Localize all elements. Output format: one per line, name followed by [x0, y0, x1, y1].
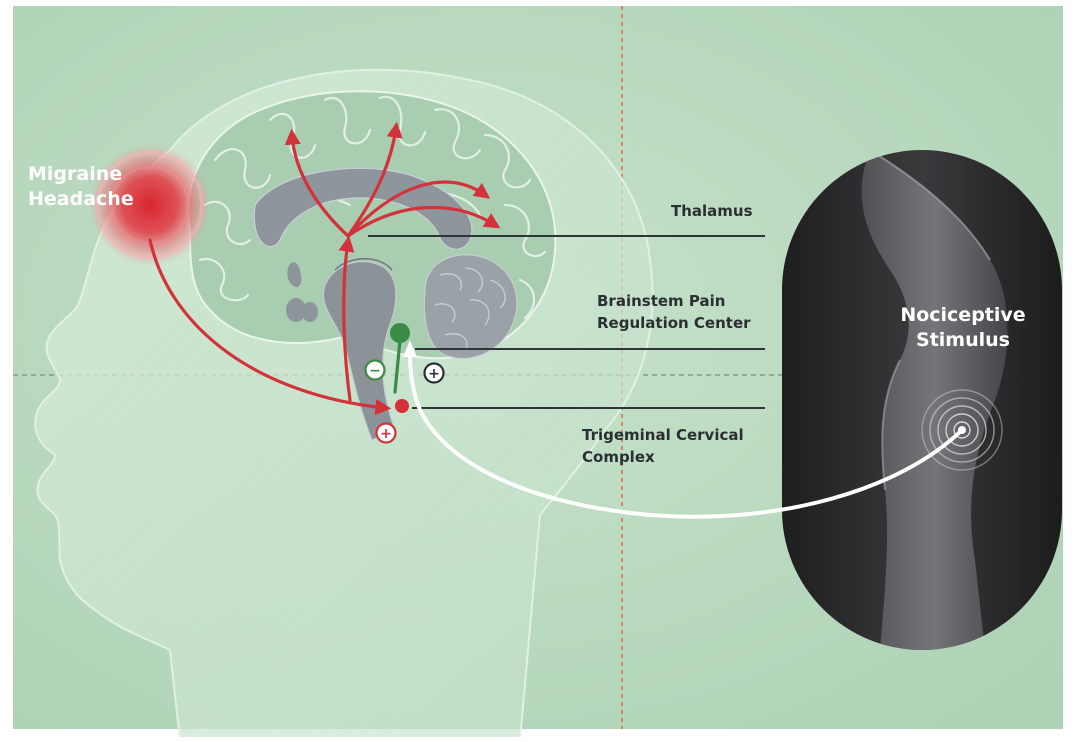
migraine-label-line2: Headache: [28, 187, 134, 212]
brainstem-label-line1: Brainstem Pain: [597, 290, 751, 312]
nociceptive-stimulus-label: Nociceptive Stimulus: [888, 303, 1038, 353]
svg-text:+: +: [380, 426, 392, 442]
brainstem-label: Brainstem Pain Regulation Center: [597, 290, 751, 334]
migraine-headache-label: Migraine Headache: [28, 162, 134, 212]
plus-sign-dark: +: [425, 364, 444, 383]
trigeminal-node: [395, 399, 409, 413]
minus-sign-green: −: [366, 361, 385, 380]
migraine-label-line1: Migraine: [28, 162, 134, 187]
svg-text:+: +: [428, 366, 440, 382]
trigeminal-label-line1: Trigeminal Cervical: [582, 424, 744, 446]
trigeminal-label-line2: Complex: [582, 446, 744, 468]
brainstem-label-line2: Regulation Center: [597, 312, 751, 334]
plus-sign-red: +: [377, 424, 396, 443]
stimulus-panel: [782, 150, 1062, 650]
svg-text:−: −: [369, 363, 381, 379]
trigeminal-label: Trigeminal Cervical Complex: [582, 424, 744, 468]
nociceptive-label-line2: Stimulus: [888, 328, 1038, 353]
thalamus-label: Thalamus: [671, 200, 753, 222]
nociceptive-label-line1: Nociceptive: [888, 303, 1038, 328]
